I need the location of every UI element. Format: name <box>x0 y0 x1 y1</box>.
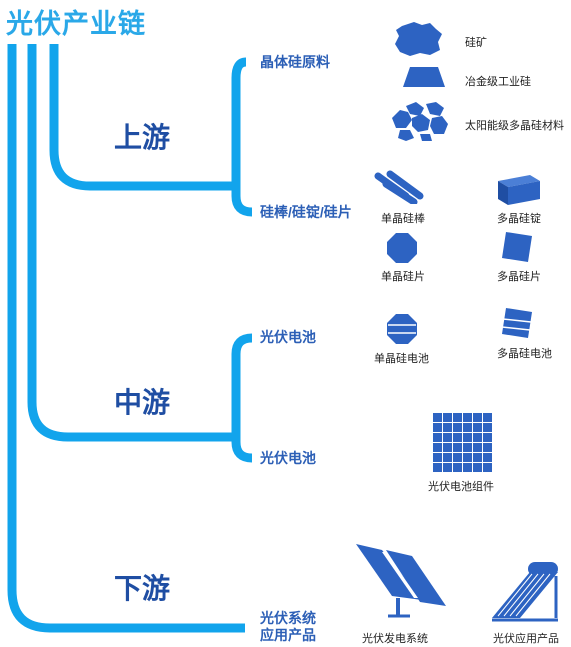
module-cell <box>483 423 492 432</box>
pv-power-system-icon <box>356 544 446 618</box>
pv-module-icon <box>433 413 492 472</box>
poly-silicon-ingot-label: 多晶硅锭 <box>497 213 541 225</box>
module-cell <box>453 463 462 472</box>
module-cell <box>453 423 462 432</box>
pv-power-system-label: 光伏发电系统 <box>362 633 428 645</box>
module-cell <box>453 413 462 422</box>
module-cell <box>433 453 442 462</box>
branch-cell-1: 光伏电池 <box>260 329 316 345</box>
solar-polysilicon-label: 太阳能级多晶硅材料 <box>465 120 564 132</box>
poly-silicon-ingot-icon <box>498 175 540 205</box>
bracket-midstream <box>231 333 253 463</box>
module-cell <box>433 443 442 452</box>
branch-ingot-wafer: 硅棒/硅锭/硅片 <box>260 204 352 220</box>
mono-silicon-rod-label: 单晶硅棒 <box>381 213 425 225</box>
poly-silicon-wafer-icon <box>502 232 532 262</box>
module-cell <box>463 413 472 422</box>
branch-cell-2: 光伏电池 <box>260 450 316 466</box>
module-cell <box>463 463 472 472</box>
module-cell <box>453 443 462 452</box>
module-cell <box>443 433 452 442</box>
module-cell <box>433 463 442 472</box>
trunk-downstream <box>7 44 245 633</box>
module-cell <box>473 453 482 462</box>
stage-upstream: 上游 <box>114 122 171 153</box>
module-cell <box>483 463 492 472</box>
module-cell <box>483 443 492 452</box>
module-cell <box>443 423 452 432</box>
stage-midstream: 中游 <box>114 387 171 418</box>
trunk-upstream <box>49 44 232 191</box>
module-cell <box>463 443 472 452</box>
silicon-ore-label: 硅矿 <box>465 37 487 49</box>
module-cell <box>453 453 462 462</box>
module-cell <box>463 453 472 462</box>
branch-system-line1: 光伏系统 <box>260 610 316 626</box>
bracket-upstream <box>231 57 253 217</box>
module-cell <box>483 433 492 442</box>
metallurgical-silicon-label: 冶金级工业硅 <box>465 76 531 88</box>
module-cell <box>443 453 452 462</box>
poly-silicon-cell-label: 多晶硅电池 <box>497 348 552 360</box>
module-cell <box>463 433 472 442</box>
module-cell <box>443 413 452 422</box>
module-cell <box>483 413 492 422</box>
module-cell <box>473 443 482 452</box>
module-cell <box>473 433 482 442</box>
mono-silicon-cell-icon <box>387 314 417 344</box>
branch-silicon-material: 晶体硅原料 <box>260 54 330 70</box>
module-cell <box>433 433 442 442</box>
metallurgical-silicon-icon <box>403 67 445 87</box>
module-cell <box>443 463 452 472</box>
poly-silicon-cell-icon <box>501 308 532 338</box>
poly-silicon-wafer-label: 多晶硅片 <box>497 271 541 283</box>
module-cell <box>473 413 482 422</box>
mono-silicon-cell-label: 单晶硅电池 <box>374 353 429 365</box>
module-cell <box>443 443 452 452</box>
stage-downstream: 下游 <box>114 573 171 604</box>
module-cell <box>453 433 462 442</box>
pv-application-product-icon <box>492 562 558 622</box>
page-title: 光伏产业链 <box>6 9 146 39</box>
module-cell <box>433 413 442 422</box>
pv-module-label: 光伏电池组件 <box>428 481 494 493</box>
silicon-ore-icon <box>395 22 442 56</box>
module-cell <box>473 463 482 472</box>
module-cell <box>473 423 482 432</box>
module-cell <box>463 423 472 432</box>
trunk-midstream <box>27 44 232 442</box>
mono-silicon-wafer-label: 单晶硅片 <box>381 271 425 283</box>
mono-silicon-rod-icon <box>374 170 424 204</box>
branch-system-line2: 应用产品 <box>260 627 316 643</box>
pv-application-product-label: 光伏应用产品 <box>493 633 559 645</box>
mono-silicon-wafer-icon <box>387 233 417 263</box>
module-cell <box>433 423 442 432</box>
module-cell <box>483 453 492 462</box>
polysilicon-chunks-icon <box>392 102 448 141</box>
